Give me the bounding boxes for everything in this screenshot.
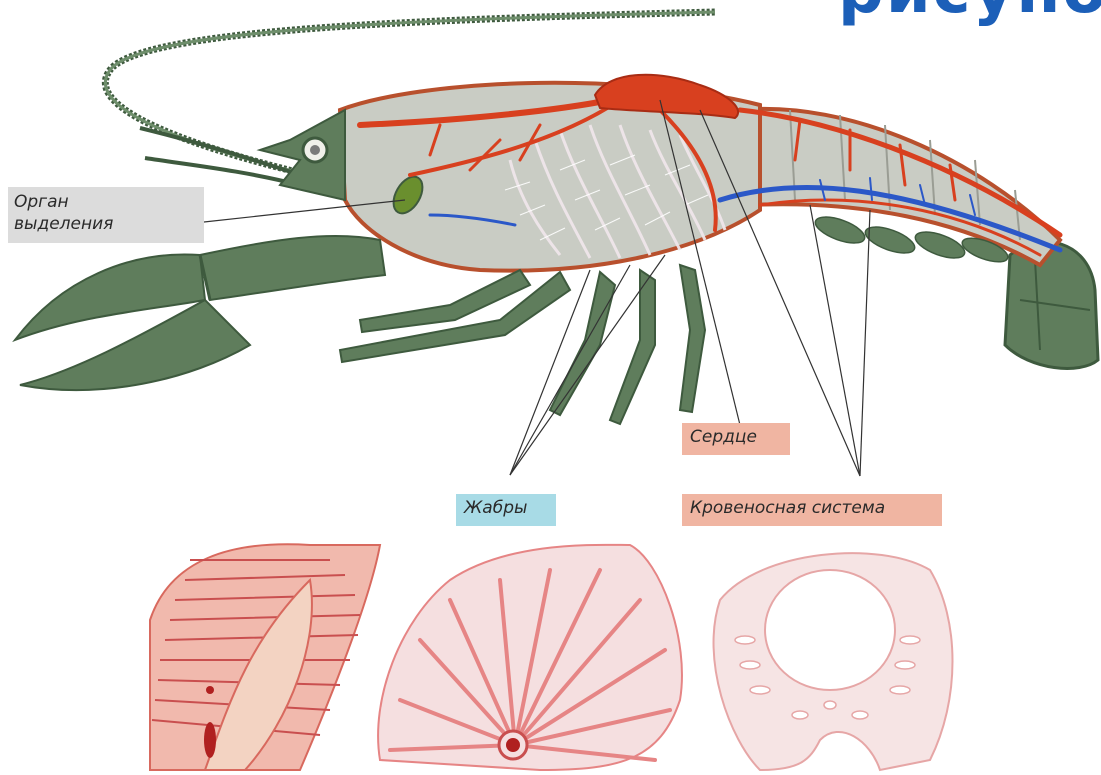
label-heart: Сердце [682, 423, 790, 455]
claw-arm [200, 236, 385, 300]
label-excretory-organ: Орган выделения [8, 187, 204, 243]
label-excretory-organ-line1: Орган [14, 191, 198, 213]
label-excretory-organ-line2: выделения [14, 213, 198, 235]
gill-section-filamentous [378, 545, 682, 770]
gill-section-lamellar [150, 544, 380, 770]
label-circulatory-system: Кровеносная система [682, 494, 942, 526]
walking-legs [340, 265, 705, 424]
antennule [145, 158, 300, 185]
gill-section-branched [714, 553, 953, 770]
label-gills: Жабры [456, 494, 556, 526]
